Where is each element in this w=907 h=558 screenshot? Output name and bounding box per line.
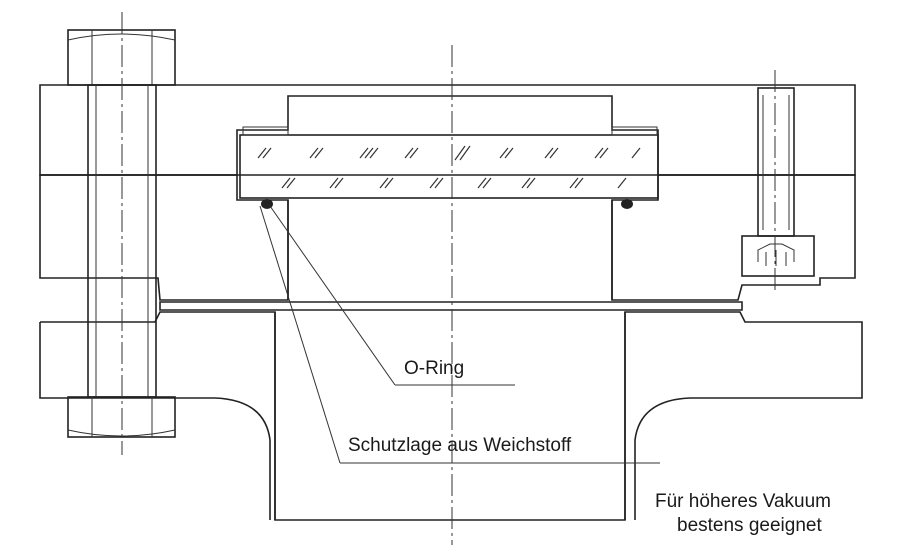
sight-glass	[239, 126, 659, 199]
upper-flange	[39, 84, 856, 176]
leader-o-ring	[269, 205, 515, 386]
right-cap-screw	[741, 87, 815, 277]
leader-protective-layer	[259, 205, 660, 464]
o-ring-right	[621, 199, 633, 209]
protective-layer	[159, 301, 743, 311]
lower-flange	[39, 174, 856, 301]
center-lines	[121, 12, 776, 545]
bore	[287, 200, 613, 300]
note-line-2: bestens geeignet	[677, 515, 822, 536]
label-protective-layer: Schutzlage aus Weichstoff	[348, 435, 572, 456]
label-o-ring: O-Ring	[404, 358, 464, 379]
note-line-1: Für höheres Vakuum	[655, 491, 831, 512]
pipe-flange	[39, 311, 863, 521]
